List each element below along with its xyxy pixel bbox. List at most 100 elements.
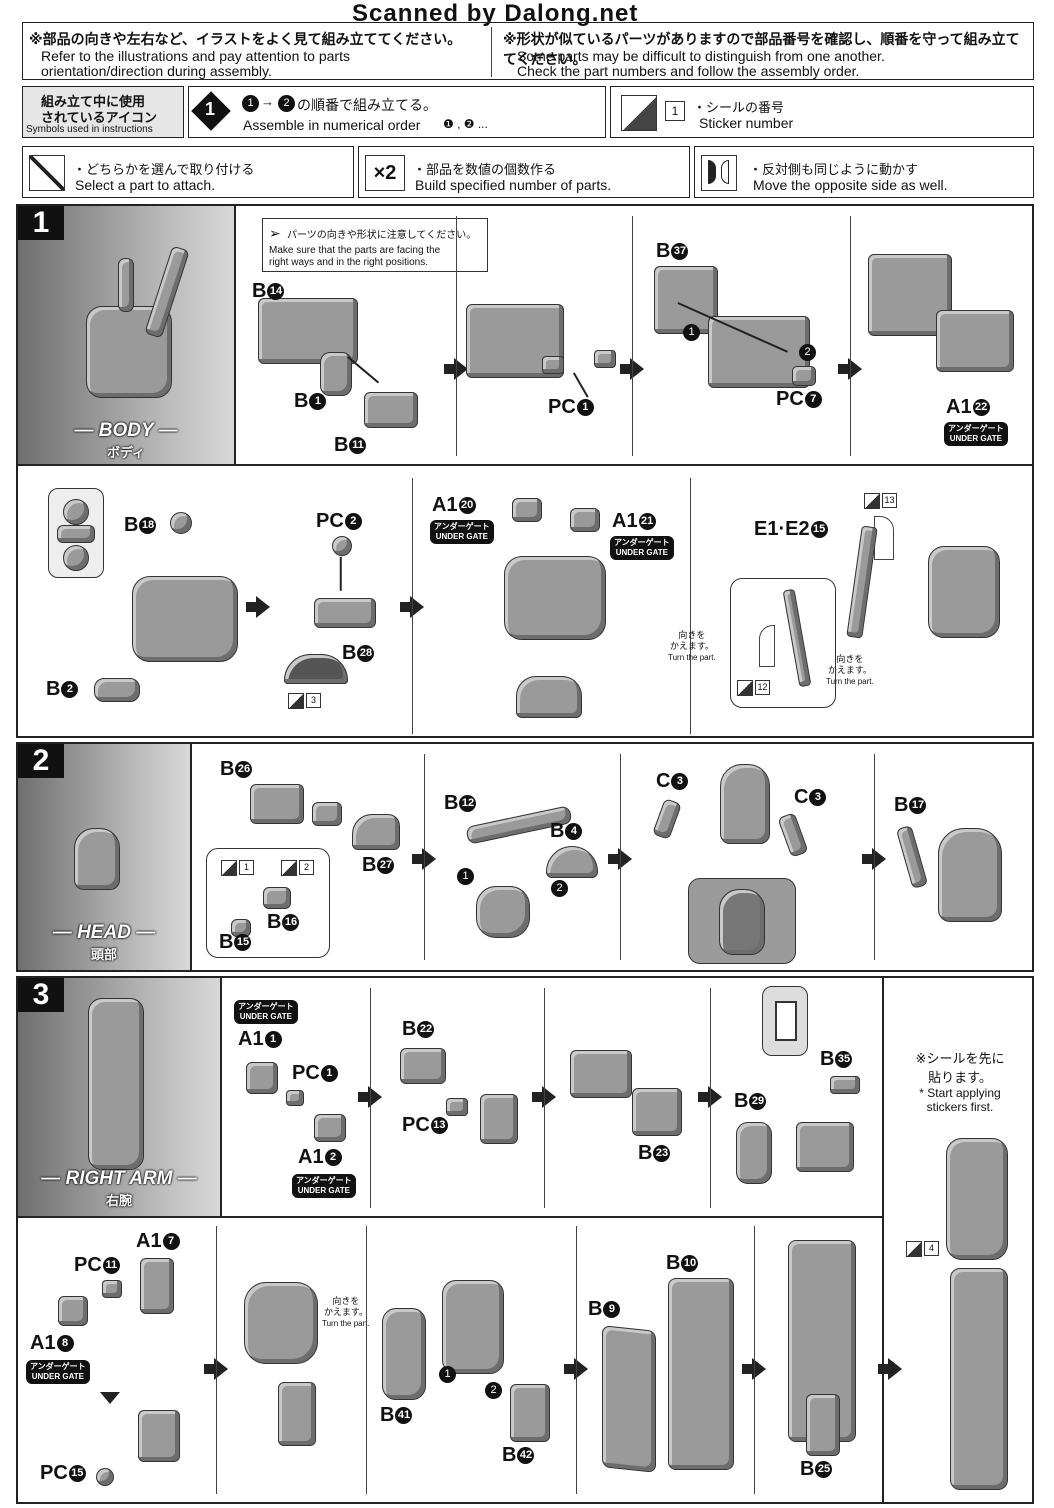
- legend-sticker-box: 1 ・シールの番号 Sticker number: [610, 86, 1034, 138]
- turn-note-left: 向きをかえます。Turn the part.: [668, 630, 716, 662]
- step1-title: — BODY —: [74, 420, 178, 441]
- order-diamond-number: 1: [205, 99, 216, 119]
- step-arrow-14: [742, 1358, 766, 1380]
- b18-closeup: [48, 488, 104, 578]
- sticker-3: 3: [288, 692, 321, 710]
- header-left-en1: Refer to the illustrations and pay atten…: [41, 48, 350, 64]
- order-num-1-icon: 1: [242, 95, 259, 112]
- sticker-2: 2: [281, 859, 314, 877]
- turn-note-arm: 向きをかえます。Turn the part.: [322, 1296, 370, 1328]
- step-arrow-2: [620, 358, 644, 380]
- sticker-number-icon: 1: [665, 101, 685, 121]
- sticker-12: 12: [737, 679, 770, 697]
- step2-number: 2: [18, 744, 64, 778]
- sticker-1: 1: [221, 859, 254, 877]
- step1-panel: 1 — BODY — ボディ ➢ パーツの向きや形状に注意してください。 Mak…: [16, 204, 1034, 738]
- legend-opposite-box: ・反対側も同じように動かす Move the opposite side as …: [694, 146, 1034, 198]
- step-arrow-10: [532, 1086, 556, 1108]
- step-arrow-8: [862, 848, 886, 870]
- select-part-icon: [29, 155, 65, 191]
- legend-order-en: Assemble in numerical order: [243, 117, 421, 133]
- header-right-en2: Check the part numbers and follow the as…: [517, 63, 860, 79]
- legend-title-jp1: 組み立て中に使用: [41, 94, 146, 109]
- step-arrow-3: [838, 358, 862, 380]
- step3-subtitle: 右腕: [105, 1193, 132, 1208]
- header-right-jp: ※形状が似ているパーツがありますので部品番号を確認し、順番を守って組み立ててくだ…: [503, 31, 1020, 67]
- step-arrow-5: [400, 596, 424, 618]
- header-left-jp: ※部品の向きや左右など、イラストをよく見て組み立ててください。: [29, 31, 462, 47]
- header-right-en1: Some parts may be difficult to distingui…: [517, 48, 885, 64]
- step2-sidebar: 2 — HEAD — 頭部: [18, 744, 190, 970]
- sticker-slot-detail: [762, 986, 808, 1056]
- legend-sticker-en: Sticker number: [699, 115, 794, 131]
- head-preview-image: [74, 828, 120, 890]
- head-front-view-box: [688, 878, 796, 964]
- legend-build-jp: ・部品を数値の個数作る: [413, 162, 557, 177]
- legend-build-en: Build specified number of parts.: [415, 177, 612, 193]
- step-arrow-12: [204, 1358, 228, 1380]
- step2-title: — HEAD —: [52, 922, 156, 943]
- sticker-13: 13: [864, 492, 897, 510]
- step3-number: 3: [18, 978, 64, 1012]
- stickers-first-note: ※シールを先に 貼ります。 * Start applying stickers …: [915, 1051, 1005, 1114]
- step3-sidebar: 3 — RIGHT ARM — 右腕: [18, 978, 220, 1216]
- legend-opposite-en: Move the opposite side as well.: [753, 177, 948, 193]
- header-left-en2: orientation/direction during assembly.: [41, 63, 272, 79]
- step-arrow-4: [246, 596, 270, 618]
- legend-title-box: 組み立て中に使用 されているアイコン Symbols used in instr…: [22, 86, 184, 138]
- step-arrow-6: [412, 848, 436, 870]
- turn-detail-box: 12: [730, 578, 836, 708]
- step1-sidebar: 1 — BODY — ボディ: [18, 206, 234, 464]
- legend-select-en: Select a part to attach.: [75, 177, 216, 193]
- step-arrow-11: [698, 1086, 722, 1108]
- step2-subtitle: 頭部: [90, 947, 117, 962]
- build-count-icon: ×2: [365, 155, 405, 191]
- legend-select-box: ・どちらかを選んで取り付ける Select a part to attach.: [22, 146, 354, 198]
- opposite-side-icon: [701, 155, 737, 191]
- legend-select-jp: ・どちらかを選んで取り付ける: [73, 162, 255, 177]
- sticker-icon: [621, 95, 657, 131]
- step-arrow-9: [358, 1086, 382, 1108]
- facing-note: ➢ パーツの向きや形状に注意してください。 Make sure that the…: [262, 218, 488, 272]
